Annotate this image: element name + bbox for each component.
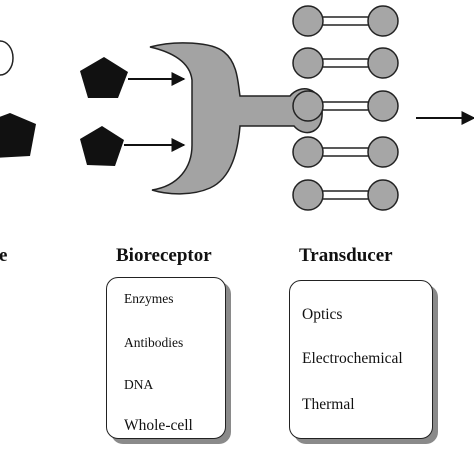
bioreceptor-label: Bioreceptor xyxy=(116,245,212,266)
transducer-item-thermal: Thermal xyxy=(302,396,355,413)
transducer-label: Transducer xyxy=(299,245,393,266)
transducer-molecule-pair-3 xyxy=(292,90,399,122)
transducer-item-optics: Optics xyxy=(302,306,343,323)
bioreceptor-shape xyxy=(149,42,323,195)
bioreceptor-list-box: Enzymes Antibodies DNA Whole-cell xyxy=(106,277,226,439)
bioreceptor-item-enzymes: Enzymes xyxy=(124,291,174,306)
bioreceptor-item-antibodies: Antibodies xyxy=(124,335,184,350)
transducer-item-electrochemical: Electrochemical xyxy=(302,350,403,367)
analyte-white-circle xyxy=(0,40,14,76)
analyte-label: e xyxy=(0,245,8,266)
transducer-molecule-pair-2 xyxy=(292,47,399,79)
transducer-molecule-pair-5 xyxy=(292,179,399,211)
bioreceptor-item-whole-cell: Whole-cell xyxy=(124,417,193,434)
analyte-black-pentagon-left xyxy=(0,113,36,158)
transducer-list-box: Optics Electrochemical Thermal xyxy=(289,280,433,439)
bioreceptor-item-dna: DNA xyxy=(124,377,154,392)
analyte-pentagon-top xyxy=(80,57,128,98)
transducer-molecule-pair-4 xyxy=(292,136,399,168)
analyte-pentagon-bottom xyxy=(80,126,124,166)
transducer-molecule-pair-1 xyxy=(292,5,399,37)
